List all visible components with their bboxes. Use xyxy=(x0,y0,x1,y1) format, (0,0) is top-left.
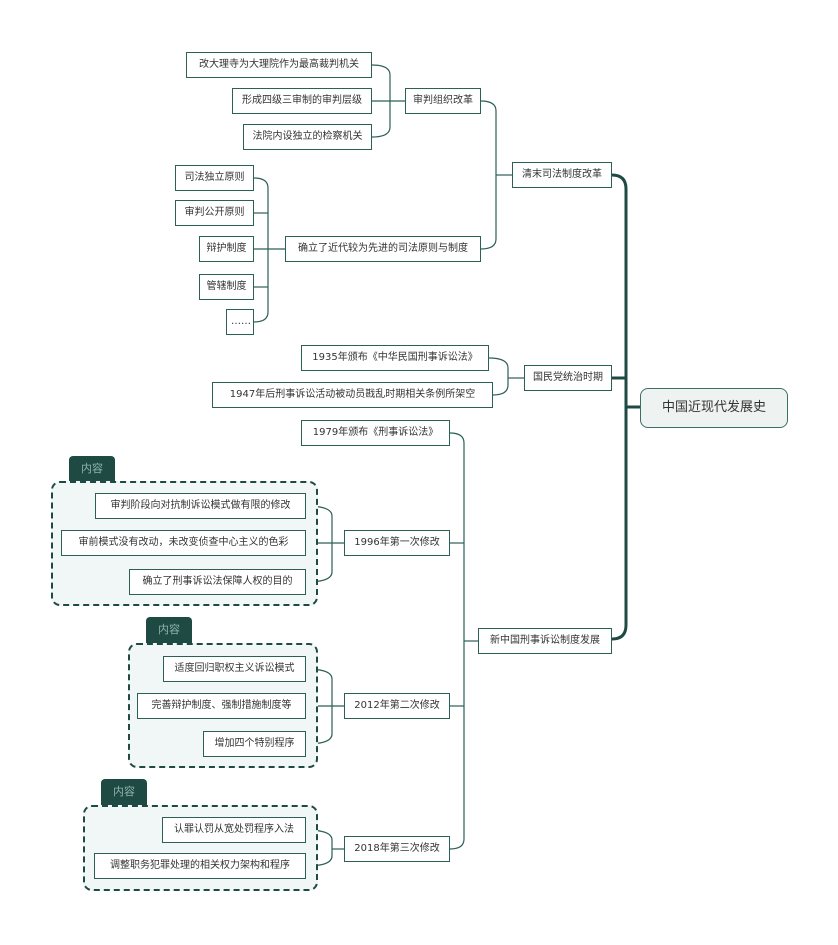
node-2018-item[interactable]: 认罪认罚从宽处罚程序入法 xyxy=(162,817,306,843)
node-2012-item[interactable]: 增加四个特别程序 xyxy=(203,731,306,757)
node-court-org-item[interactable]: 法院内设独立的检察机关 xyxy=(243,124,372,150)
node-principle-item[interactable]: 审判公开原则 xyxy=(175,200,254,226)
node-kmt-item[interactable]: 1935年颁布《中华民国刑事诉讼法》 xyxy=(301,345,489,371)
node-2018-item[interactable]: 调整职务犯罪处理的相关权力架构和程序 xyxy=(94,853,306,879)
node-principle-item[interactable]: 辩护制度 xyxy=(199,236,254,262)
branch-prc-development[interactable]: 新中国刑事诉讼制度发展 xyxy=(478,628,612,654)
node-kmt-item[interactable]: 1947年后刑事诉讼活动被动员戡乱时期相关条例所架空 xyxy=(212,382,493,408)
root-node[interactable]: 中国近现代发展史 xyxy=(640,388,788,428)
node-court-organization-reform[interactable]: 审判组织改革 xyxy=(405,88,481,114)
node-2012-item[interactable]: 适度回归职权主义诉讼模式 xyxy=(163,656,306,682)
node-principle-item[interactable]: 司法独立原则 xyxy=(175,165,254,191)
node-principle-item[interactable]: …… xyxy=(226,309,254,335)
node-principle-item[interactable]: 管辖制度 xyxy=(199,274,254,300)
branch-kmt-period[interactable]: 国民党统治时期 xyxy=(524,365,612,391)
content-tag: 内容 xyxy=(101,779,147,805)
branch-qing-reform[interactable]: 清末司法制度改革 xyxy=(512,162,612,188)
node-court-org-item[interactable]: 改大理寺为大理院作为最高裁判机关 xyxy=(186,52,372,78)
node-2018-revision[interactable]: 2018年第三次修改 xyxy=(344,836,450,862)
node-1996-revision[interactable]: 1996年第一次修改 xyxy=(344,530,450,556)
node-1996-item[interactable]: 审前模式没有改动，未改变侦查中心主义的色彩 xyxy=(61,530,306,556)
node-1979-law[interactable]: 1979年颁布《刑事诉讼法》 xyxy=(301,420,450,446)
node-1996-item[interactable]: 审判阶段向对抗制诉讼模式做有限的修改 xyxy=(95,493,306,519)
content-tag: 内容 xyxy=(69,456,115,482)
node-2012-revision[interactable]: 2012年第二次修改 xyxy=(344,693,450,719)
node-judicial-principles[interactable]: 确立了近代较为先进的司法原则与制度 xyxy=(285,236,481,262)
node-court-org-item[interactable]: 形成四级三审制的审判层级 xyxy=(232,88,372,114)
node-1996-item[interactable]: 确立了刑事诉讼法保障人权的目的 xyxy=(129,569,306,595)
node-2012-item[interactable]: 完善辩护制度、强制措施制度等 xyxy=(137,693,306,719)
content-tag: 内容 xyxy=(146,617,192,643)
